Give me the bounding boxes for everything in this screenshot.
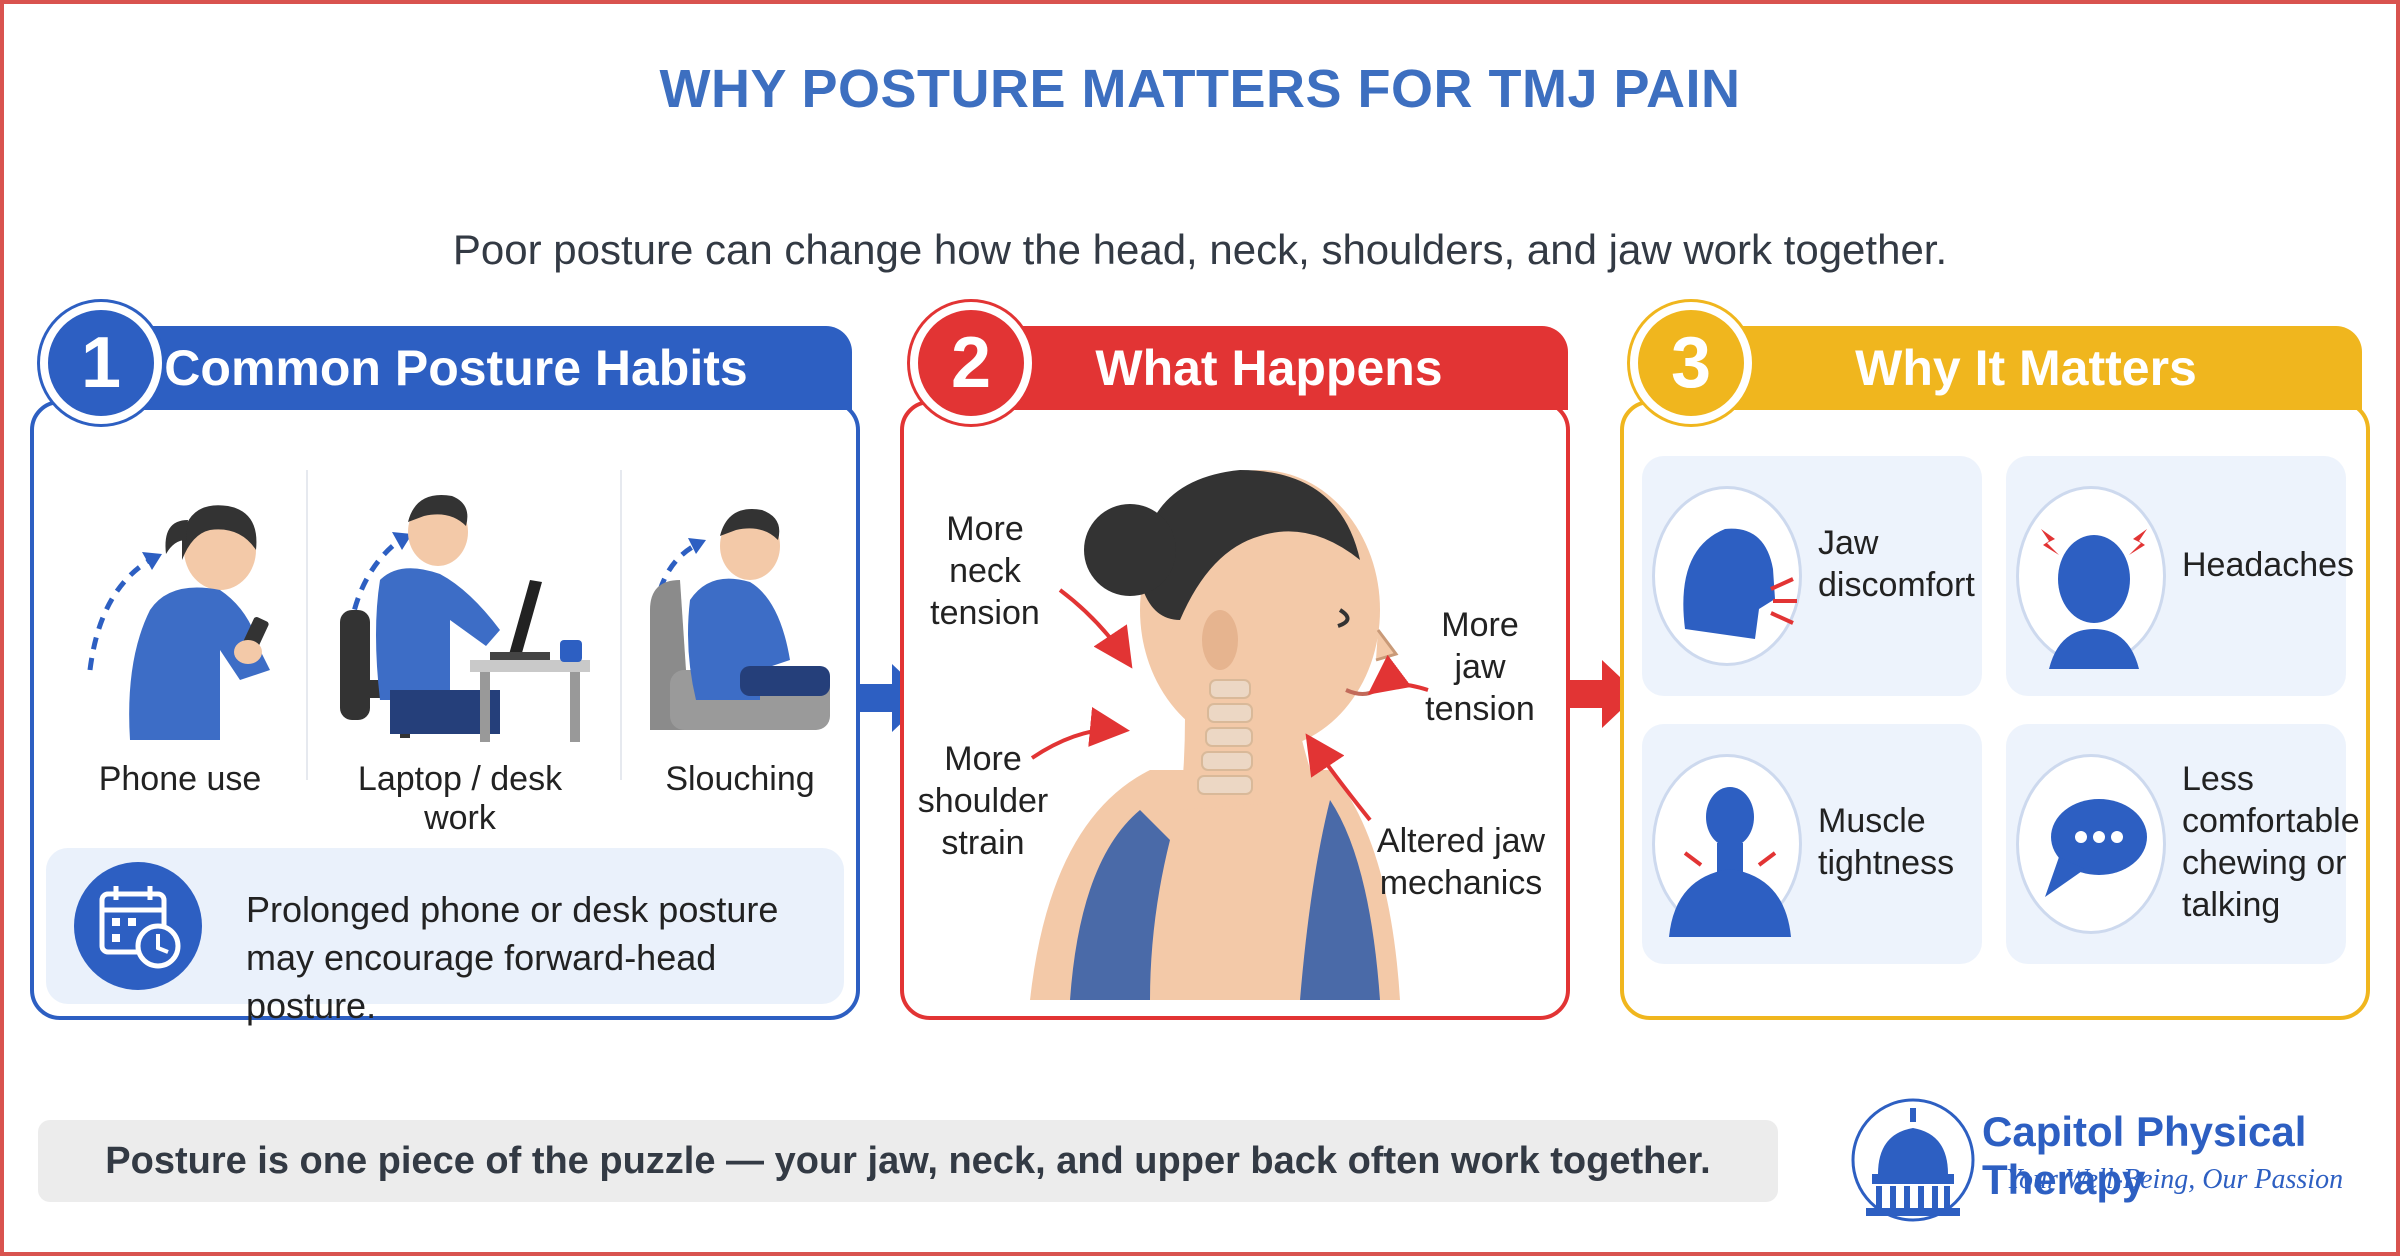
page-title: WHY POSTURE MATTERS FOR TMJ PAIN [659, 59, 1741, 119]
footer-note: Posture is one piece of the puzzle — you… [38, 1120, 1778, 1202]
habit-slouching: Slouching [630, 470, 850, 799]
section-number: 3 [1630, 302, 1752, 424]
brand-tagline: Your Well-Being, Our Passion [2006, 1164, 2344, 1195]
capitol-dome-logo [1851, 1098, 1975, 1222]
card-line: Less [2182, 760, 2254, 798]
neck-muscle-icon [1652, 754, 1802, 937]
habits-note: Prolonged phone or desk posture may enco… [46, 848, 844, 1026]
label-line: mechanics [1379, 864, 1543, 902]
label-line: neck [949, 552, 1021, 590]
person-phone-icon [87, 505, 270, 740]
banner-why-it-matters: Why It Matters [1690, 326, 2362, 410]
label-line: shoulder [917, 782, 1049, 820]
label-line: jaw [1454, 648, 1506, 686]
card-line: tightness [1818, 844, 1955, 882]
label-line: tension [930, 594, 1040, 632]
person-laptop-icon [340, 495, 590, 742]
brand-name: Capitol Physical Therapy [1982, 1108, 2307, 1203]
card-headaches: Headaches [2006, 456, 2354, 696]
banner-posture-habits: Common Posture Habits [100, 326, 852, 410]
note-line: Prolonged phone or desk posture [246, 889, 779, 930]
card-text: Jaw discomfort [1818, 522, 1975, 606]
note-text: Prolonged phone or desk posture may enco… [246, 886, 844, 1030]
note-line: may encourage forward-head posture. [246, 937, 717, 1026]
divider [306, 470, 308, 780]
habit-label: Slouching [665, 760, 815, 798]
person-slouching-icon [650, 509, 830, 730]
label-shoulder-strain: More shoulder strain [916, 738, 1050, 864]
speech-bubble-icon [2016, 754, 2166, 934]
label-line: tension [1425, 690, 1535, 728]
label-line: strain [941, 824, 1025, 862]
card-line: Jaw [1818, 524, 1879, 562]
label-line: More [946, 510, 1024, 548]
section-number: 1 [40, 302, 162, 424]
card-line: comfortable [2182, 802, 2360, 840]
head-neck-illustration [1030, 470, 1400, 1000]
habit-label: Laptop / desk work [357, 760, 563, 837]
divider [620, 470, 622, 780]
section-heading: Why It Matters [1855, 340, 2197, 396]
label-line: More [1441, 606, 1519, 644]
page-subtitle: Poor posture can change how the head, ne… [452, 226, 1948, 273]
habit-phone-use: Phone use [60, 470, 300, 799]
banner-what-happens: What Happens [970, 326, 1568, 410]
card-muscle-tightness: Muscle tightness [1642, 724, 1982, 964]
habit-label: Phone use [98, 760, 262, 798]
card-chewing-talking: Less comfortable chewing or talking [2006, 724, 2360, 964]
card-line: chewing or [2182, 844, 2347, 882]
calendar-clock-icon [74, 862, 202, 990]
callout-arrows [1030, 588, 1429, 822]
label-jaw-tension: More jaw tension [1420, 604, 1540, 730]
label-line: More [944, 740, 1022, 778]
label-neck-tension: More neck tension [930, 508, 1040, 634]
card-text: Muscle tightness [1818, 800, 1954, 884]
card-text: Headaches [2182, 544, 2354, 586]
label-line: Altered jaw [1376, 822, 1546, 860]
jaw-pain-icon [1652, 486, 1802, 666]
habit-laptop-desk: Laptop / desk work [320, 470, 600, 838]
section-heading: What Happens [1095, 340, 1443, 396]
card-jaw-discomfort: Jaw discomfort [1642, 456, 1982, 696]
card-line: talking [2182, 886, 2281, 924]
card-text: Less comfortable chewing or talking [2182, 758, 2360, 926]
section-number: 2 [910, 302, 1032, 424]
section-heading: Common Posture Habits [164, 340, 748, 396]
card-line: Muscle [1818, 802, 1926, 840]
label-jaw-mechanics: Altered jaw mechanics [1366, 820, 1556, 904]
card-line: Headaches [2182, 546, 2355, 584]
card-line: discomfort [1818, 566, 1975, 604]
headache-icon [2016, 486, 2166, 669]
